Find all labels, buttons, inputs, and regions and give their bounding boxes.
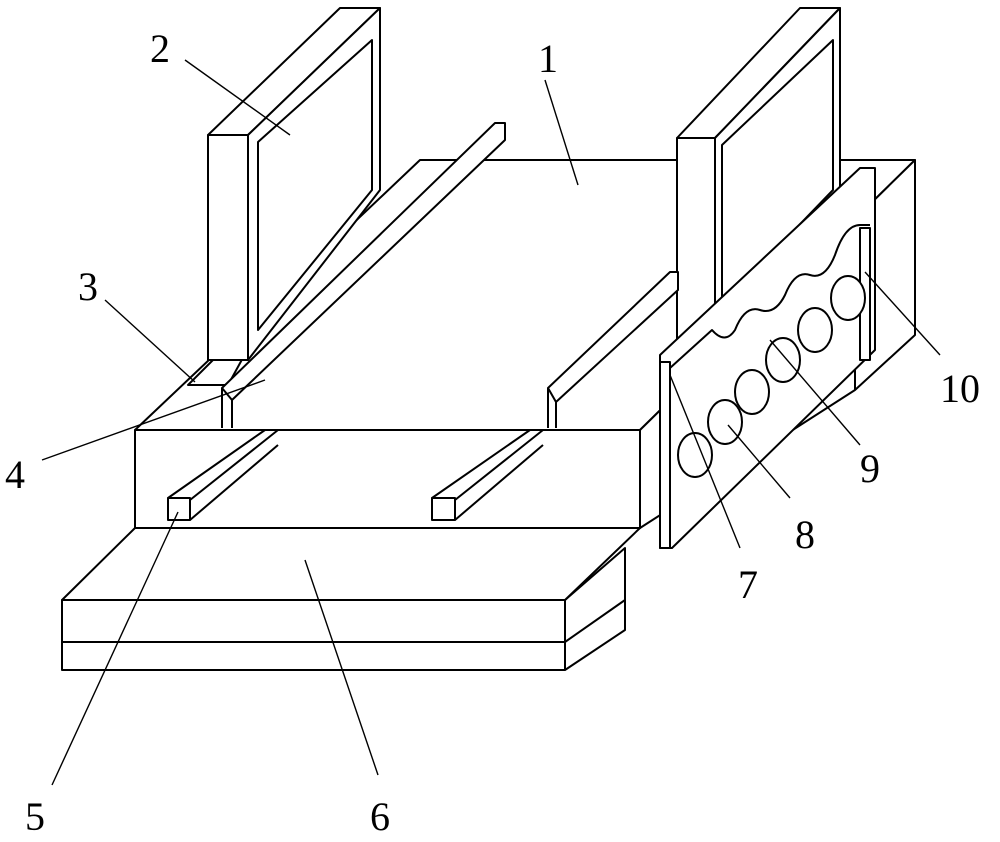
- left-screen-board: [187, 7, 381, 386]
- label-2: 2: [150, 26, 170, 71]
- leader-lines: [41, 59, 941, 786]
- left-rail: [221, 122, 506, 428]
- left-pin: [659, 361, 671, 549]
- base-slab: [61, 527, 641, 671]
- side-clamp-plate: [659, 167, 876, 549]
- front-guide-rail-left: [167, 429, 279, 521]
- rollers: [677, 275, 866, 478]
- part-labels: 1 2 3 4 5 6 7 8 9 10: [5, 26, 980, 839]
- label-7: 7: [738, 562, 758, 607]
- right-screen-board: [676, 7, 841, 346]
- label-3: 3: [78, 264, 98, 309]
- label-9: 9: [860, 446, 880, 491]
- right-inner-rail: [547, 271, 679, 428]
- front-guide-rail-right: [431, 429, 544, 521]
- label-6: 6: [370, 794, 390, 839]
- label-4: 4: [5, 452, 25, 497]
- label-10: 10: [940, 366, 980, 411]
- label-1: 1: [538, 36, 558, 81]
- label-5: 5: [25, 794, 45, 839]
- label-8: 8: [795, 512, 815, 557]
